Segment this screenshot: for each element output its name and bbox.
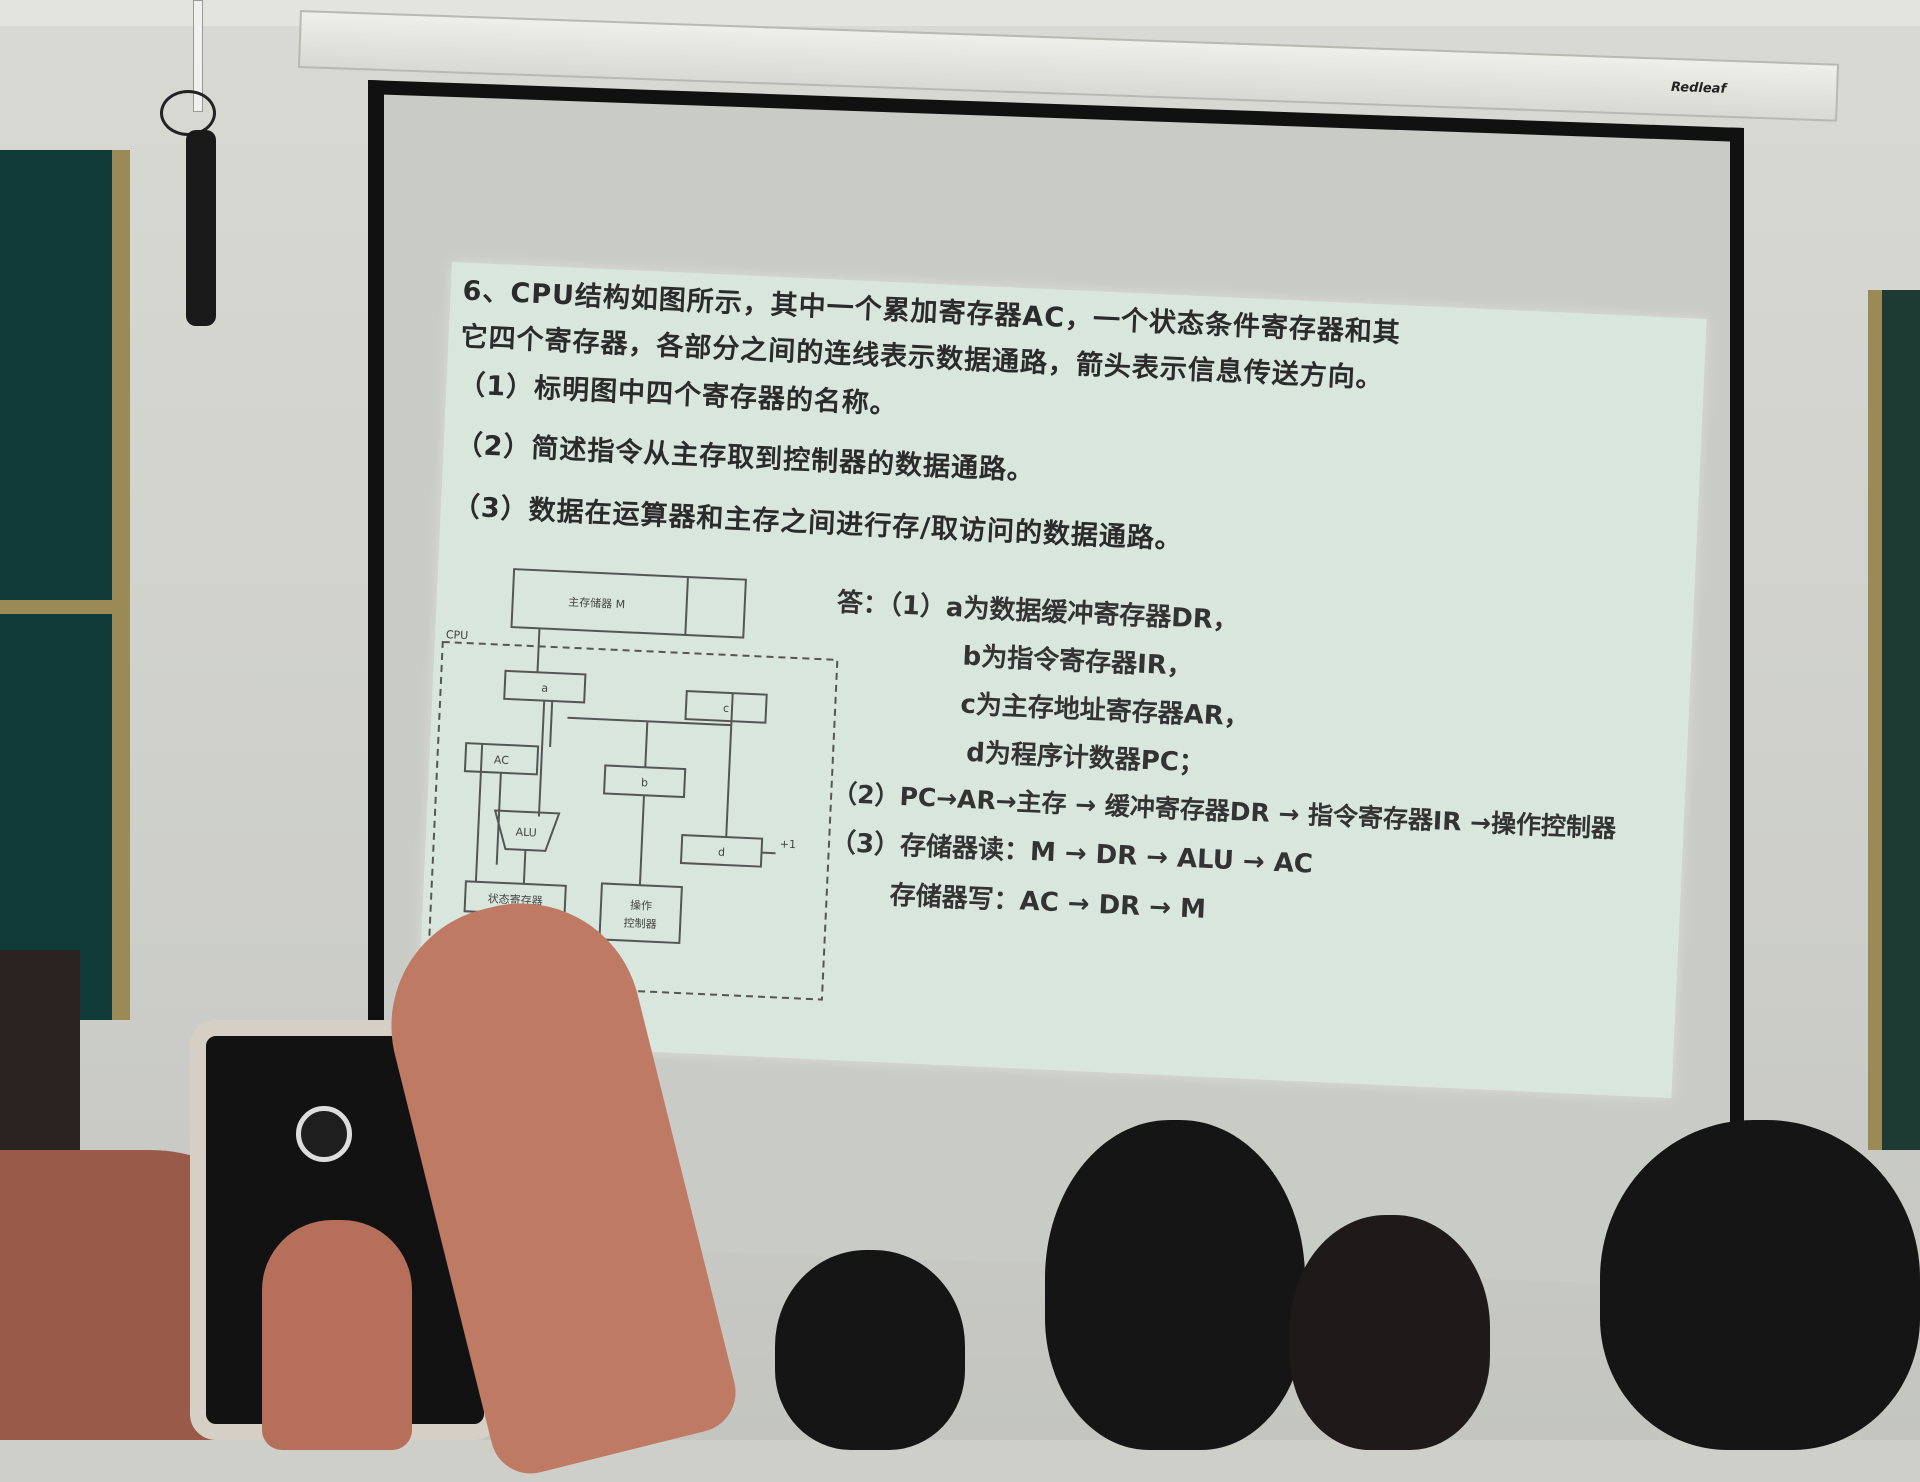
main-memory-label: 主存储器 M	[568, 595, 626, 612]
cpu-boundary	[426, 640, 839, 1001]
thumb	[262, 1220, 412, 1450]
student-head-1	[775, 1250, 965, 1450]
cpu-label: CPU	[446, 628, 469, 642]
question-part-3: （3）数据在运算器和主存之间进行存/取访问的数据通路。	[452, 491, 1184, 556]
main-memory-box	[510, 568, 747, 639]
answer-1-line-1: 答：（1）a为数据缓冲寄存器DR，	[836, 587, 1240, 637]
register-b-label: b	[641, 776, 649, 789]
register-a-label: a	[541, 682, 548, 695]
blackboard-right	[1868, 290, 1920, 1150]
question-part-1: （1）标明图中四个寄存器的名称。	[457, 369, 899, 421]
blackboard-left	[0, 150, 130, 1020]
controller-label-line-1: 操作	[630, 898, 653, 913]
answer-1-line-2: b为指令寄存器IR，	[961, 641, 1194, 683]
screen-brand-label: Redleaf	[1670, 79, 1727, 97]
hanging-microphone	[186, 130, 216, 326]
student-head-3	[1290, 1215, 1490, 1450]
answer-1-line-3: c为主存地址寄存器AR，	[959, 689, 1251, 733]
question-part-2: （2）简述指令从主存取到控制器的数据通路。	[455, 429, 1036, 487]
cpu-structure-diagram: 主存储器 M CPU a c AC b d ALU +1 状态寄存器 操作 控制…	[426, 568, 839, 1001]
register-c-label: c	[723, 702, 730, 715]
register-c-box	[684, 690, 768, 724]
projected-slide: 6、CPU结构如图所示，其中一个累加寄存器AC，一个状态条件寄存器和其 它四个寄…	[416, 262, 1707, 1099]
ceiling	[0, 0, 1920, 26]
register-d-label: d	[718, 846, 726, 859]
answer-3-line-2: 存储器写：AC → DR → M	[889, 880, 1207, 925]
increment-label: +1	[780, 837, 797, 851]
controller-label-line-2: 控制器	[623, 915, 657, 930]
student-head-4	[1600, 1120, 1920, 1450]
answer-3-line-1: （3）存储器读：M → DR → ALU → AC	[829, 827, 1314, 880]
alu-shape	[493, 809, 561, 852]
microphone-cable	[160, 90, 216, 136]
student-head-2	[1045, 1120, 1305, 1450]
controller-box	[598, 882, 683, 945]
remote-button-top[interactable]	[296, 1106, 352, 1162]
accumulator-label: AC	[494, 753, 510, 767]
alu-label: ALU	[515, 825, 537, 839]
answer-1-line-4: d为程序计数器PC；	[965, 737, 1206, 779]
accumulator-box	[463, 742, 540, 776]
